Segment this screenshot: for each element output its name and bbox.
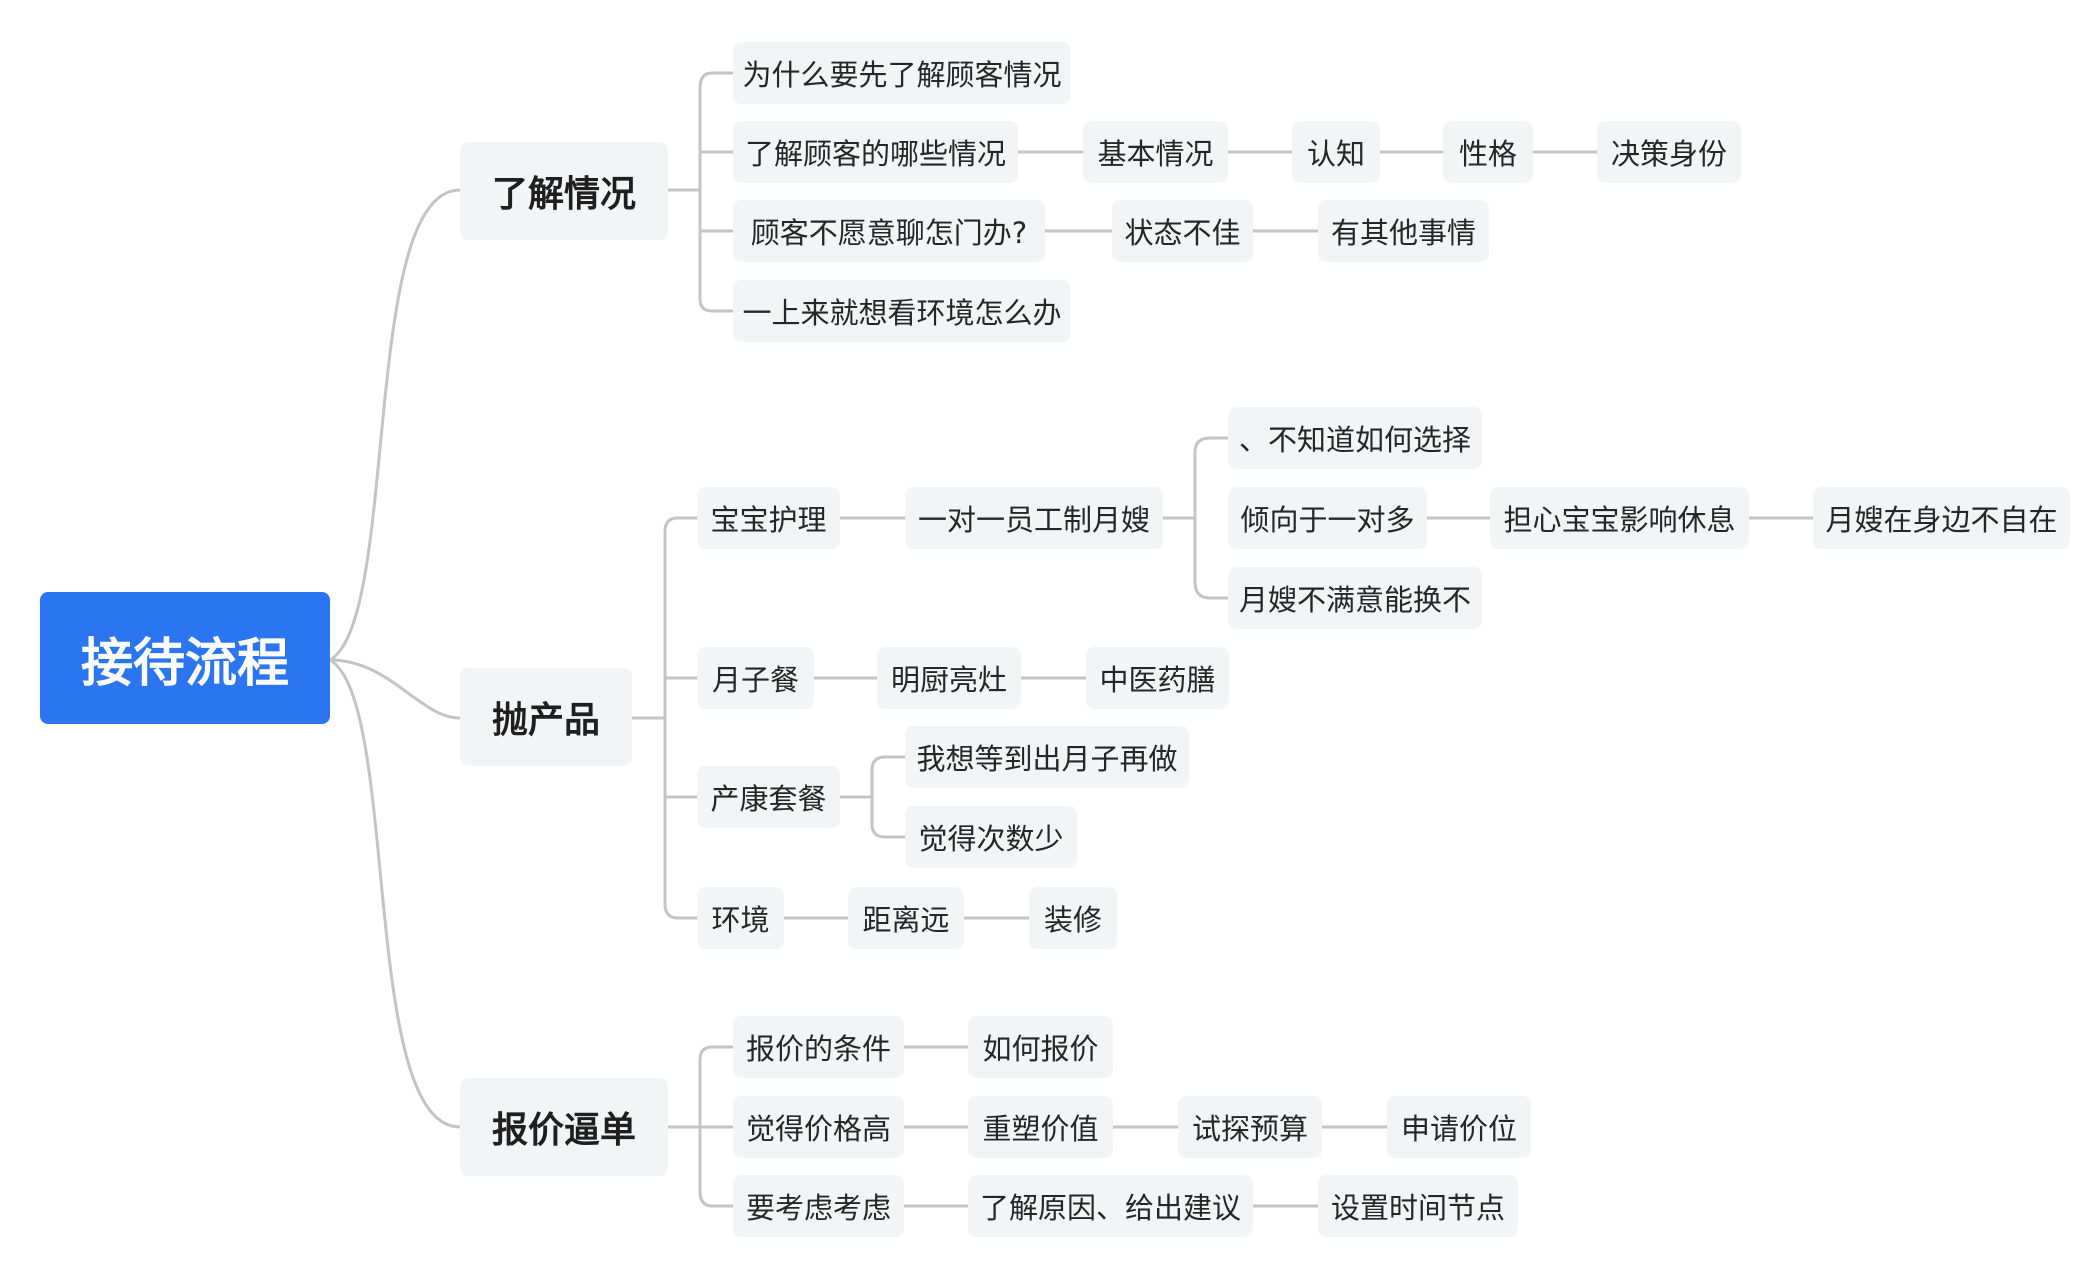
- node-find-reason-advise[interactable]: 了解原因、给出建议: [968, 1175, 1253, 1237]
- node-unwilling-chat[interactable]: 顾客不愿意聊怎门办?: [733, 200, 1045, 262]
- node-why-understand[interactable]: 为什么要先了解顾客情况: [733, 42, 1071, 104]
- node-how-to-quote[interactable]: 如何报价: [968, 1016, 1113, 1078]
- node-price-too-high[interactable]: 觉得价格高: [733, 1096, 904, 1158]
- node-baby-care[interactable]: 宝宝护理: [697, 487, 840, 549]
- node-cognition[interactable]: 认知: [1292, 121, 1380, 183]
- node-other-business[interactable]: 有其他事情: [1318, 200, 1489, 262]
- node-open-kitchen[interactable]: 明厨亮灶: [877, 647, 1021, 709]
- node-decision-role[interactable]: 决策身份: [1597, 121, 1741, 183]
- node-one-on-one-nanny[interactable]: 一对一员工制月嫂: [905, 487, 1163, 549]
- node-not-sure-choose[interactable]: 、不知道如何选择: [1228, 407, 1482, 469]
- node-basic-info[interactable]: 基本情况: [1083, 121, 1228, 183]
- node-wait-after-confinement[interactable]: 我想等到出月子再做: [905, 726, 1189, 788]
- link-root-branch1: [328, 188, 462, 662]
- node-environment[interactable]: 环境: [697, 887, 784, 949]
- node-reshape-value[interactable]: 重塑价值: [968, 1096, 1113, 1158]
- node-personality[interactable]: 性格: [1443, 121, 1533, 183]
- node-probe-budget[interactable]: 试探预算: [1178, 1096, 1322, 1158]
- node-worry-baby-rest[interactable]: 担心宝宝影响休息: [1490, 487, 1749, 549]
- node-see-environment-first[interactable]: 一上来就想看环境怎么办: [733, 280, 1071, 342]
- link-root-branch2: [328, 658, 462, 720]
- link-root-branch3: [328, 658, 462, 1129]
- branch-quote-close[interactable]: 报价逼单: [460, 1078, 668, 1176]
- node-decoration[interactable]: 装修: [1029, 887, 1117, 949]
- link-b2-pkg-fork: [838, 755, 907, 839]
- link-b3-trunk: [666, 1045, 735, 1208]
- node-quote-conditions[interactable]: 报价的条件: [733, 1016, 904, 1078]
- link-b2-trunk: [630, 516, 699, 920]
- node-far-distance[interactable]: 距离远: [848, 887, 964, 949]
- link-b1-trunk: [666, 71, 735, 313]
- node-nanny-uncomfortable[interactable]: 月嫂在身边不自在: [1813, 487, 2070, 549]
- node-what-to-understand[interactable]: 了解顾客的哪些情况: [733, 121, 1018, 183]
- node-apply-price[interactable]: 申请价位: [1387, 1096, 1531, 1158]
- node-confinement-meal[interactable]: 月子餐: [697, 647, 814, 709]
- node-bad-mood[interactable]: 状态不佳: [1112, 200, 1253, 262]
- node-set-deadline[interactable]: 设置时间节点: [1318, 1175, 1518, 1237]
- node-need-consider[interactable]: 要考虑考虑: [733, 1175, 904, 1237]
- branch-understand[interactable]: 了解情况: [460, 142, 668, 240]
- node-can-replace-nanny[interactable]: 月嫂不满意能换不: [1228, 567, 1482, 629]
- node-prefer-one-to-many[interactable]: 倾向于一对多: [1228, 487, 1427, 549]
- node-postpartum-package[interactable]: 产康套餐: [697, 766, 840, 828]
- link-b2-baby-fork: [1161, 436, 1230, 600]
- branch-present-product[interactable]: 抛产品: [460, 668, 632, 766]
- root-node[interactable]: 接待流程: [40, 592, 330, 724]
- node-tcm-diet[interactable]: 中医药膳: [1086, 647, 1229, 709]
- node-too-few-sessions[interactable]: 觉得次数少: [905, 806, 1077, 868]
